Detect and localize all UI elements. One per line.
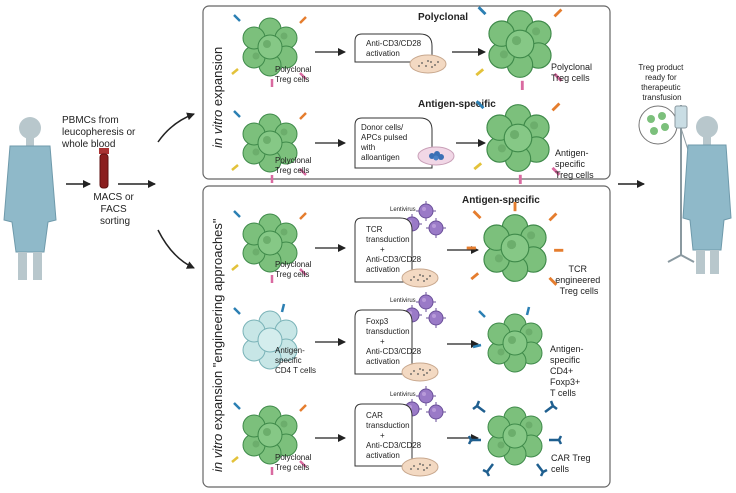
patient-left-figure [3,117,57,280]
top-row-antigen-specific: Antigen-specific Polyclonal Treg cells D… [230,99,594,186]
output-cell-cluster [474,5,563,92]
input-label: Polyclonal Treg cells [275,65,314,84]
svg-text:Donor cells/ APCs pulsed: Donor cells/ APCs pulsed with alloantige… [360,123,409,162]
top-panel [202,5,611,180]
dish-icon [401,268,439,288]
output-cell-cluster [467,400,563,477]
input-label: Polyclonal Treg cells [275,156,314,175]
output-label: Antigen- specific CD4+ Foxp3+ T cells [550,344,586,398]
svg-text:Foxp3 transduction: Foxp3 transduction + Anti-CD3/CD28 activ… [366,317,423,366]
bottom-row-car: Polyclonal Treg cells Lentivirus CAR tra… [230,385,593,477]
output-label: TCR engineered Treg cells [555,264,603,296]
patient-right-figure [682,116,732,274]
top-panel-side-label: in vitro expansion [210,47,225,148]
output-cell-cluster [466,202,564,286]
dish-icon [417,146,455,166]
bottom-panel-title: Antigen-specific [462,195,540,206]
row-title: Polyclonal [418,12,468,23]
svg-text:TCR transduction +: TCR transduction + Anti-CD3/CD28 activat… [366,225,423,274]
input-label: Antigen- specific CD4 T cells [275,346,316,375]
blood-tube-icon [99,148,109,189]
output-cell-cluster [472,99,561,186]
input-label: Polyclonal Treg cells [275,260,314,279]
svg-text:Anti-CD3/CD28 activation: Anti-CD3/CD28 activation [366,39,423,58]
iv-stand-icon [667,105,697,263]
svg-text:CAR transduction +: CAR transduction + Anti-CD3/CD28 activat… [366,411,423,460]
arrow-down-branch [157,229,195,269]
output-label: Polyclonal Treg cells [551,62,595,83]
source-text: PBMCs from leucopheresis or whole blood [61,115,138,150]
virus-label: Lentivirus [390,392,416,398]
arrow-up-branch [157,112,195,143]
bottom-panel [202,185,611,488]
output-label: CAR Treg cells [551,453,593,474]
product-bag-icon [638,105,678,145]
dish-icon [401,362,439,382]
input-label: Polyclonal Treg cells [275,453,314,472]
bottom-row-tcr: Polyclonal Treg cells Lentivirus TCR tra… [230,200,603,296]
virus-label: Lentivirus [390,207,416,213]
sorting-label: MACS or FACS sorting [93,192,136,227]
bottom-row-foxp3: Antigen- specific CD4 T cells Lentivirus… [233,291,586,398]
row-title: Antigen-specific [418,99,496,110]
output-cell-cluster [472,306,543,373]
bottom-panel-side-label: in vitro expansion "engineering approach… [210,218,225,472]
virus-label: Lentivirus [390,298,416,304]
dish-icon [409,54,447,74]
product-label: Treg product ready for therapeutic trans… [638,63,685,102]
dish-icon [401,457,439,477]
process-box [354,117,433,169]
top-row-polyclonal: Polyclonal Polyclonal Treg cells Anti-CD… [230,5,595,92]
input-cell-cluster [233,303,298,370]
output-label: Antigen- specific Treg cells [555,148,594,180]
